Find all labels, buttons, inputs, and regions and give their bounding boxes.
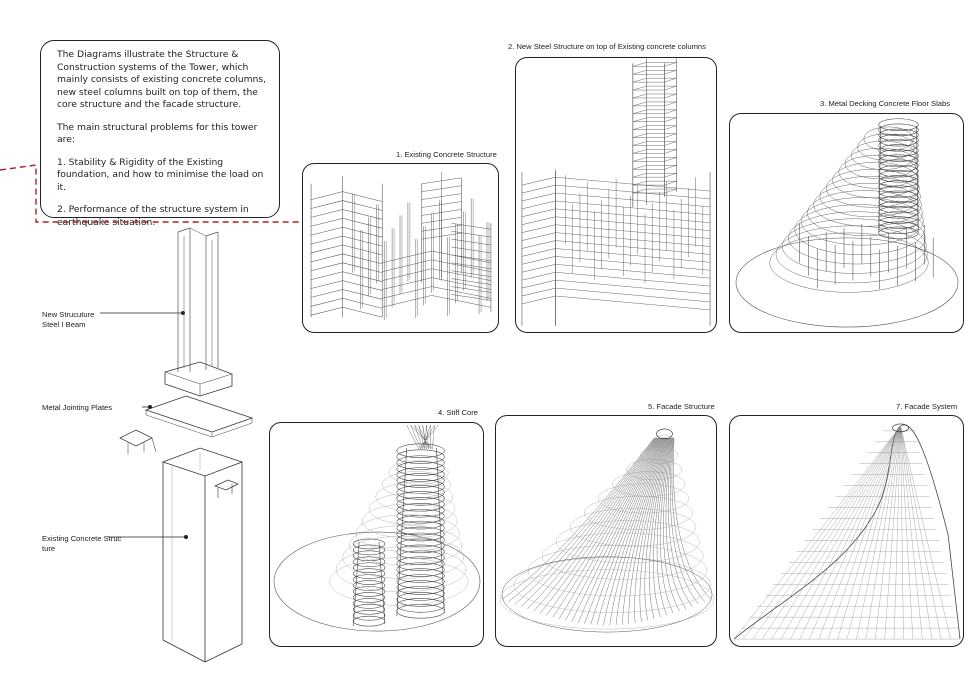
existing-concrete-structure-drawing [310, 171, 492, 321]
panel-3-caption: 3. Metal Decking Concrete Floor Slabs [820, 99, 950, 108]
panel-existing-concrete-structure [302, 163, 499, 333]
panel-7-caption: 7. Facade System [896, 402, 958, 411]
label-steel-beam-line-2: Steel I Beam [42, 319, 86, 329]
panel-stiff-core [269, 422, 484, 647]
stiff-core-drawing [273, 424, 481, 632]
steel-i-beam-drawing [164, 227, 233, 397]
floor-slab-lines [735, 118, 959, 328]
leader-dot [181, 311, 185, 315]
label-concrete-line-1: Existing Concrete Struc [42, 534, 122, 543]
panel-4-caption: 4. Stiff Core [438, 408, 478, 417]
leader-dot [148, 405, 152, 409]
facade-structure-drawing [499, 428, 715, 633]
intro-paragraph-1: The Diagrams illustrate the Structure & … [57, 49, 267, 110]
label-concrete-line-2: ture [42, 543, 56, 553]
metal-decking-floor-slabs-drawing [735, 118, 959, 328]
panel-new-steel-structure [515, 57, 717, 333]
metal-jointing-plate-drawing [119, 395, 254, 454]
facade-structure-lines [499, 428, 715, 633]
leader-dot [184, 535, 188, 539]
exploded-column-drawing [119, 227, 254, 663]
label-new-structure-steel-beam: New Strucuture Steel I Beam [42, 310, 94, 329]
steel-frame-lines [521, 58, 711, 326]
label-steel-beam-line-1: New Strucuture [42, 310, 95, 319]
label-metal-jointing-plates: Metal Jointing Plates [42, 403, 113, 412]
intro-paragraph-3: 1. Stability & Rigidity of the Existing … [57, 156, 264, 193]
stiff-core-lines [273, 424, 481, 632]
intro-paragraph-2: The main structural problems for this to… [57, 121, 258, 146]
panel-facade-system [729, 415, 964, 647]
intro-paragraph-4: 2. Performance of the structure system i… [57, 204, 249, 228]
panel-facade-structure [495, 415, 717, 647]
panel-2-caption: 2. New Steel Structure on top of Existin… [508, 42, 706, 51]
existing-concrete-column-drawing [161, 447, 244, 663]
panel-1-caption: 1. Existing Concrete Structure [396, 150, 497, 159]
concrete-frame-lines [310, 171, 492, 321]
facade-system-lines [733, 423, 961, 640]
panel-5-caption: 5. Facade Structure [648, 402, 715, 411]
panel-metal-decking-floor-slabs [729, 113, 964, 333]
facade-system-drawing [733, 423, 961, 640]
new-steel-structure-drawing [521, 58, 711, 326]
label-existing-concrete-structure: Existing Concrete Struc ture [42, 534, 121, 553]
intro-text-box: The Diagrams illustrate the Structure & … [40, 40, 280, 228]
